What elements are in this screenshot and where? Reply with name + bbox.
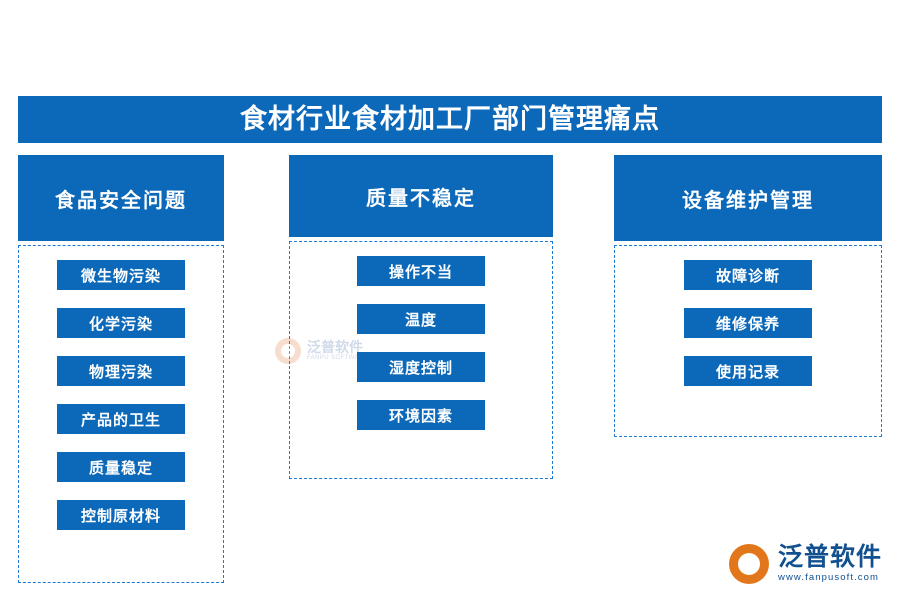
list-item[interactable]: 故障诊断	[684, 260, 812, 290]
list-item[interactable]: 产品的卫生	[57, 404, 185, 434]
brand-name: 泛普软件	[777, 543, 882, 572]
category-column-1: 食品安全问题 微生物污染 化学污染 物理污染 产品的卫生 质量稳定 控制原材料	[18, 155, 224, 583]
category-column-3: 设备维护管理 故障诊断 维修保养 使用记录	[614, 155, 882, 437]
list-item[interactable]: 物理污染	[57, 356, 185, 386]
list-item[interactable]: 维修保养	[684, 308, 812, 338]
category-items-3: 故障诊断 维修保养 使用记录	[614, 245, 882, 437]
brand-website: www.fanpusoft.com	[777, 572, 880, 584]
category-items-1: 微生物污染 化学污染 物理污染 产品的卫生 质量稳定 控制原材料	[18, 245, 224, 583]
category-header-3: 设备维护管理	[614, 155, 882, 241]
brand-logo-texts: 泛普软件 www.fanpusoft.com	[778, 544, 882, 584]
category-column-2: 质量不稳定 操作不当 温度 湿度控制 环境因素	[289, 155, 553, 479]
page-title: 食材行业食材加工厂部门管理痛点	[240, 104, 660, 134]
list-item[interactable]: 环境因素	[357, 400, 485, 430]
category-header-1: 食品安全问题	[18, 155, 224, 241]
list-item[interactable]: 湿度控制	[357, 352, 485, 382]
list-item[interactable]: 化学污染	[57, 308, 185, 338]
category-header-2: 质量不稳定	[289, 155, 553, 237]
brand-logo: 泛普软件 www.fanpusoft.com	[728, 544, 882, 584]
list-item[interactable]: 使用记录	[684, 356, 812, 386]
diagram-title-banner: 食材行业食材加工厂部门管理痛点	[18, 96, 882, 143]
list-item[interactable]: 微生物污染	[57, 260, 185, 290]
list-item[interactable]: 操作不当	[357, 256, 485, 286]
list-item[interactable]: 质量稳定	[57, 452, 185, 482]
fanpu-logo-icon	[728, 544, 769, 584]
list-item[interactable]: 控制原材料	[57, 500, 185, 530]
category-items-2: 操作不当 温度 湿度控制 环境因素	[289, 241, 553, 479]
list-item[interactable]: 温度	[357, 304, 485, 334]
